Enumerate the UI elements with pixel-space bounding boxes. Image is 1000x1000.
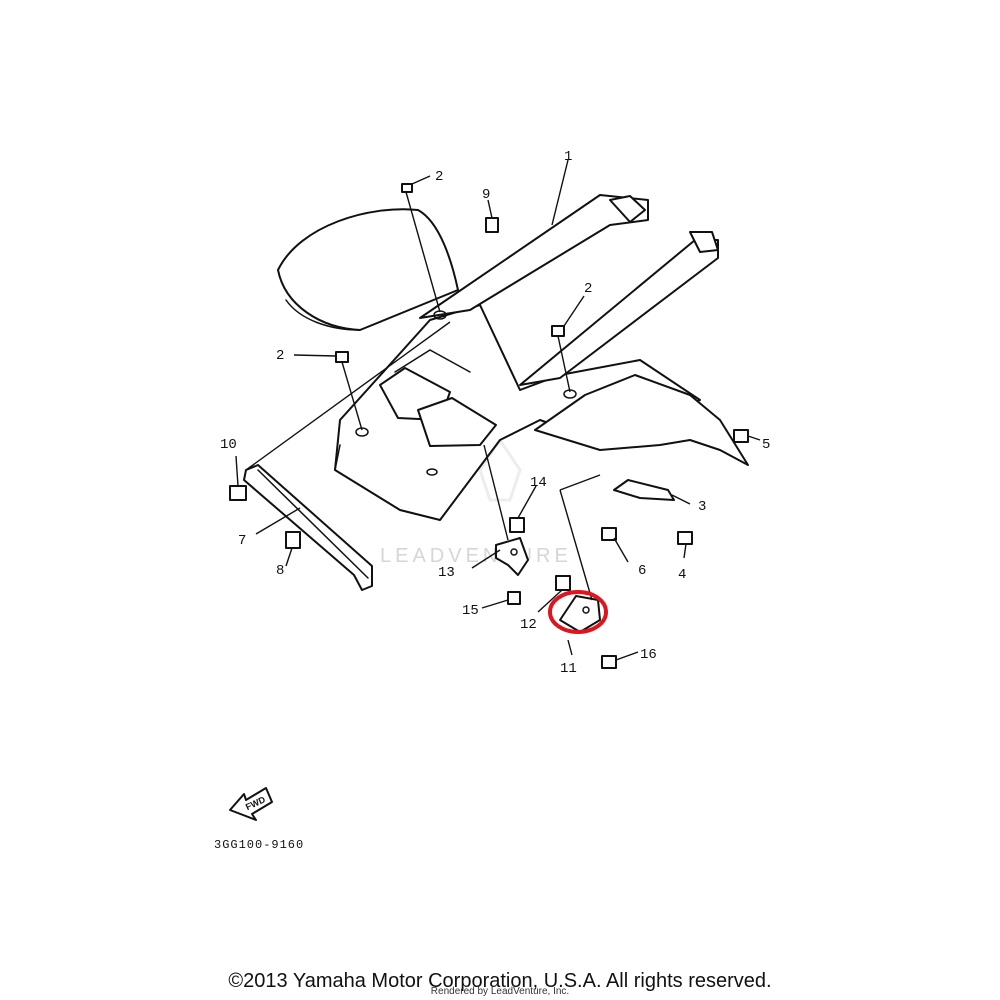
callout-16[interactable]: 16 (640, 647, 657, 663)
bracket-13 (495, 537, 529, 576)
callout-2-left[interactable]: 2 (276, 348, 284, 364)
callout-2-top[interactable]: 2 (435, 169, 443, 185)
callout-8[interactable]: 8 (276, 563, 284, 579)
watermark-text: LEADVENTURE (380, 545, 572, 567)
callout-11[interactable]: 11 (560, 661, 577, 677)
highlight-ring-part-11 (548, 590, 608, 634)
callout-6[interactable]: 6 (638, 563, 646, 579)
copyright-notice: ©2013 Yamaha Motor Corporation, U.S.A. A… (228, 970, 772, 992)
callout-7[interactable]: 7 (238, 533, 246, 549)
callout-10[interactable]: 10 (220, 437, 237, 453)
fender-stay-7 (243, 464, 373, 591)
rendered-by-note: Rendered by LeadVenture, Inc. (430, 986, 570, 997)
callout-1[interactable]: 1 (564, 149, 572, 165)
callout-2-right[interactable]: 2 (584, 281, 592, 297)
callout-9[interactable]: 9 (482, 187, 490, 203)
callout-15[interactable]: 15 (462, 603, 479, 619)
bracket-3 (613, 479, 675, 501)
rear-fender (277, 194, 749, 521)
diagram-code: 3GG100-9160 (214, 838, 304, 852)
callout-4[interactable]: 4 (678, 567, 686, 583)
callout-13[interactable]: 13 (438, 565, 455, 581)
callout-3[interactable]: 3 (698, 499, 706, 515)
fwd-arrow-icon: FWD (229, 787, 273, 821)
callout-5[interactable]: 5 (762, 437, 770, 453)
callout-14[interactable]: 14 (530, 475, 547, 491)
callout-labels: 1 2 9 2 2 5 10 14 3 7 8 13 6 4 15 12 16 … (220, 149, 770, 677)
hardware (229, 183, 749, 669)
leader-lines (235, 159, 761, 661)
callout-12[interactable]: 12 (520, 617, 537, 633)
